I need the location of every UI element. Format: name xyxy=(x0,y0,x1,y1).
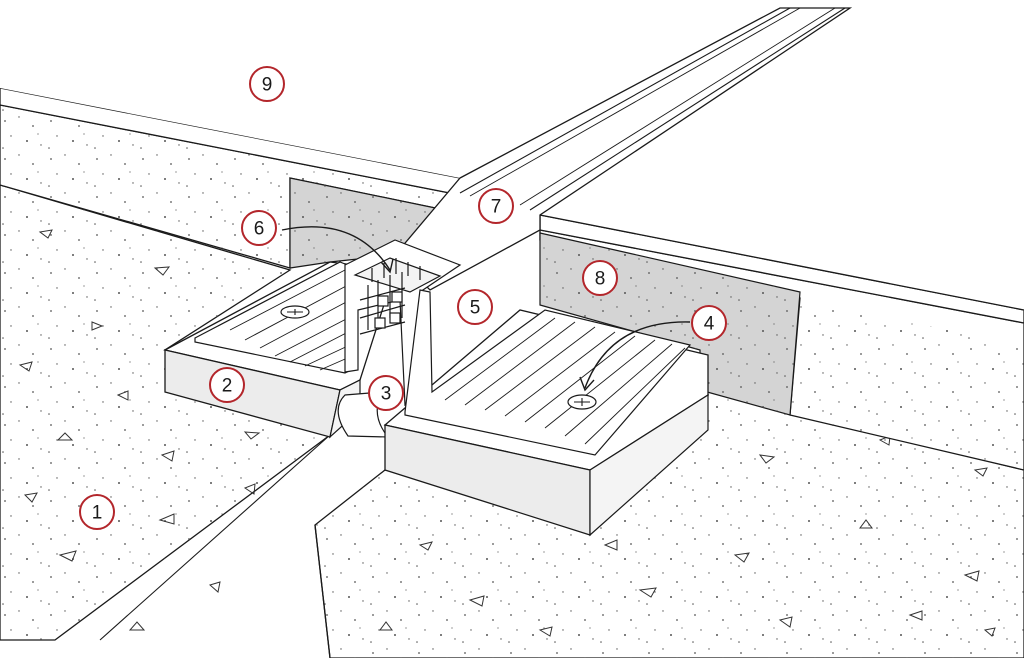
callout-7-label: 7 xyxy=(491,197,502,218)
callout-2-label: 2 xyxy=(222,376,233,397)
arrow-4 xyxy=(584,321,691,389)
callout-6-label: 6 xyxy=(254,219,265,240)
callout-1: 1 xyxy=(79,494,115,530)
left-floor-speckle xyxy=(0,185,330,640)
joint-gap-line xyxy=(99,434,331,641)
right-slab-front-face xyxy=(314,524,331,658)
callouts: 1 2 3 4 5 6 7 8 xyxy=(79,66,727,530)
aluminium-profile xyxy=(344,239,462,407)
callout-1-label: 1 xyxy=(92,503,103,524)
callout-6: 6 xyxy=(241,210,277,246)
right-floor-speckle xyxy=(315,390,1024,658)
callout-5: 5 xyxy=(457,289,493,325)
callout-8-label: 8 xyxy=(595,269,606,290)
cover-strip xyxy=(394,7,853,291)
callout-9-label: 9 xyxy=(262,75,273,96)
callout-7: 7 xyxy=(478,188,514,224)
callout-2: 2 xyxy=(209,367,245,403)
pointer-arrows xyxy=(281,226,691,392)
concrete-substrate xyxy=(0,184,1024,658)
callout-5-label: 5 xyxy=(470,298,481,319)
callout-4-label: 4 xyxy=(704,314,715,335)
callout-4: 4 xyxy=(691,305,727,341)
arrow-6 xyxy=(281,226,391,271)
callout-3: 3 xyxy=(368,375,404,411)
callout-9: 9 xyxy=(249,66,285,102)
right-anchor-plate xyxy=(404,289,692,456)
callout-8: 8 xyxy=(582,260,618,296)
right-upper-slab xyxy=(539,8,1024,471)
callout-3-label: 3 xyxy=(381,384,392,405)
